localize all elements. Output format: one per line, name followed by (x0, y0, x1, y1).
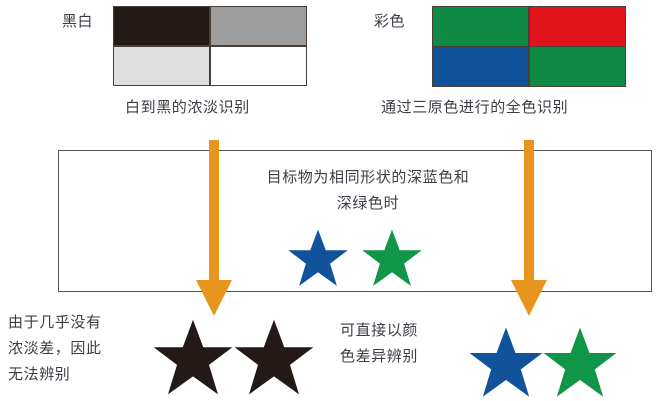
monochrome-label: 黑白 (62, 13, 94, 30)
star-black-left-2 (234, 319, 314, 395)
result-left-line2: 浓淡差，因此 (8, 340, 102, 357)
star-green-right (543, 327, 617, 397)
cell-green-top-left (433, 7, 529, 46)
result-right-line2: 色差异辨别 (340, 348, 419, 365)
arrow-down-left (196, 140, 232, 316)
panel-heading-line2: 深绿色时 (336, 195, 400, 212)
cell-red-top-right (529, 7, 625, 46)
result-right-line1: 可直接以颜 (340, 322, 419, 339)
cell-white (210, 46, 306, 85)
cell-green-bottom-right (529, 47, 625, 86)
color-label: 彩色 (374, 13, 406, 30)
color-grid (432, 6, 626, 87)
color-caption: 通过三原色进行的全色识别 (381, 99, 569, 116)
cell-light-gray (114, 46, 210, 85)
result-left-line3: 无法辨别 (8, 366, 71, 383)
star-green-sample (362, 229, 422, 286)
star-blue-sample (288, 229, 348, 286)
scenario-panel (58, 150, 652, 292)
arrow-down-right (511, 140, 547, 316)
star-black-left-1 (153, 319, 233, 395)
cell-blue-bottom-left (433, 47, 529, 86)
cell-gray (210, 7, 306, 46)
star-blue-right (469, 327, 543, 397)
monochrome-grid (113, 6, 307, 86)
monochrome-caption: 白到黑的浓淡识别 (125, 99, 250, 116)
cell-black (114, 7, 210, 46)
result-left-line1: 由于几乎没有 (8, 314, 102, 331)
panel-heading-line1: 目标物为相同形状的深蓝色和 (266, 169, 470, 186)
